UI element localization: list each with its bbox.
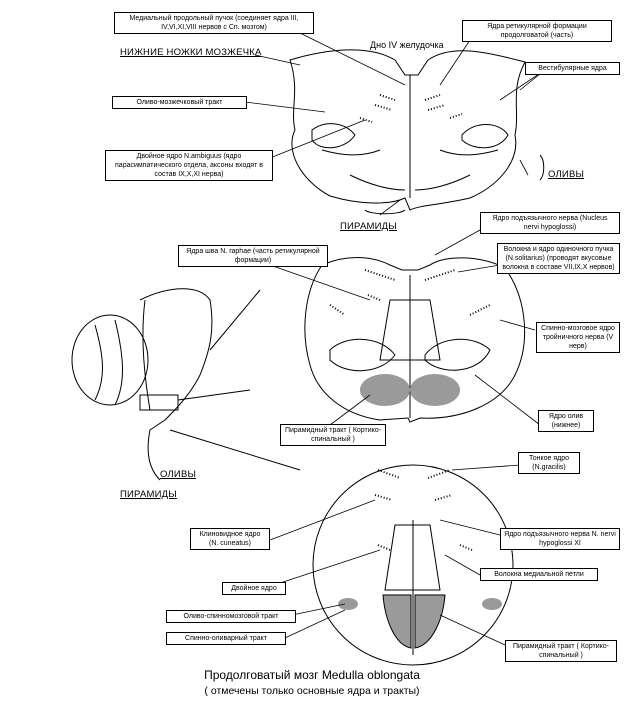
middle-medulla-section — [304, 257, 526, 423]
label-inferior-peduncles: НИЖНИЕ НОЖКИ МОЗЖЕЧКА — [120, 47, 262, 58]
upper-left-olive — [311, 123, 356, 149]
label-pyramids-left: ПИРАМИДЫ — [120, 489, 177, 500]
upper-medulla-section — [289, 49, 526, 211]
label-olivocerebellar-tract: Оливо-мозжечковый тракт — [112, 96, 247, 109]
label-solitary-nucleus: Волокна и ядро одиночного пучка (N.solit… — [497, 243, 620, 274]
label-medial-lemniscus: Волокна медиальной петли — [480, 568, 598, 581]
diagram-title: Продолговатый мозг Medulla oblongata — [204, 668, 420, 682]
middle-raphe-area — [379, 299, 441, 361]
label-vestibular-nuclei: Вестибулярные ядра — [525, 62, 620, 75]
label-olives-left: ОЛИВЫ — [160, 469, 197, 480]
label-cuneate: Клиновидное ядро (N. cuneatus) — [190, 528, 270, 550]
label-hypoglossal-nucleus-mid: Ядро подъязычного нерва (Nucleus nervi h… — [480, 212, 620, 234]
cut-level-marker — [139, 394, 179, 411]
upper-nuclei-dots — [359, 94, 463, 123]
label-pyramids-top: ПИРАМИДЫ — [340, 221, 397, 232]
label-spinocerebellar: Спинно-оливарный тракт — [166, 632, 286, 645]
cut-line-top — [209, 289, 261, 351]
upper-right-pyramid — [414, 174, 471, 191]
label-gracile: Тонкое ядро (N.gracilis) — [518, 452, 580, 474]
middle-section-outline — [304, 257, 526, 423]
diagram-subtitle: ( отмечены только основные ядра и тракты… — [204, 685, 420, 697]
cut-line-upper — [177, 389, 251, 401]
lower-medulla-section — [312, 464, 514, 666]
cut-line-lower — [169, 429, 301, 471]
middle-nuclei-dots — [329, 269, 491, 316]
label-pyramidal-tract-mid: Пирамидный тракт ( Кортико-спинальный ) — [280, 424, 386, 446]
upper-right-olive-folds — [439, 149, 499, 156]
upper-left-olive-folds — [321, 149, 381, 156]
label-reticular-nuclei: Ядра ретикулярной формации продолговатой… — [462, 20, 612, 42]
label-pyramidal-tract-bot: Пирамидный тракт ( Кортико-спинальный ) — [505, 640, 617, 662]
upper-section-outline — [289, 49, 526, 211]
cerebellum-sketch — [71, 314, 149, 406]
middle-left-olive — [329, 338, 396, 372]
upper-left-pyramid — [349, 174, 406, 191]
lower-nuclei-dots — [374, 469, 473, 551]
label-hypoglossal-nucleus-bot: Ядро подъязычного нерва N. nervi hypoglo… — [500, 528, 620, 550]
label-ambiguus: Двойное ядро N.ambiguus (ядро парасимпат… — [105, 150, 273, 181]
middle-pyramids-shaded — [360, 374, 460, 406]
pyramids-bracket-top — [364, 209, 406, 215]
label-raphe-nuclei: Ядра шва N. raphae (часть ретикулярной ф… — [178, 245, 328, 267]
lower-lateral-tracts — [338, 598, 502, 610]
brainstem-sketch — [71, 288, 301, 481]
lower-section-outline — [312, 464, 514, 666]
label-medial-bundle: Медиальный продольный пучок (соединяет я… — [114, 12, 314, 34]
lower-pyramids-shaded — [382, 594, 446, 649]
label-olives-top: ОЛИВЫ — [548, 169, 585, 180]
label-olivospinal: Оливо-спинномозговой тракт — [166, 610, 296, 623]
leader-lines — [244, 32, 546, 646]
lower-lemniscus-area — [384, 524, 441, 591]
middle-right-olive — [424, 338, 491, 371]
olives-bracket-top — [539, 154, 545, 181]
label-olive-nucleus: Ядро олив (нижнее) — [538, 410, 594, 432]
upper-right-olive — [461, 124, 509, 149]
label-spinal-trigeminal: Спинно-мозговое ядро тройничного нерва (… — [536, 322, 620, 353]
label-fourth-ventricle-floor: Дно IV желудочка — [370, 40, 444, 50]
pons-medulla-sketch — [139, 288, 213, 481]
label-ambiguus-bot: Двойное ядро — [222, 582, 286, 595]
